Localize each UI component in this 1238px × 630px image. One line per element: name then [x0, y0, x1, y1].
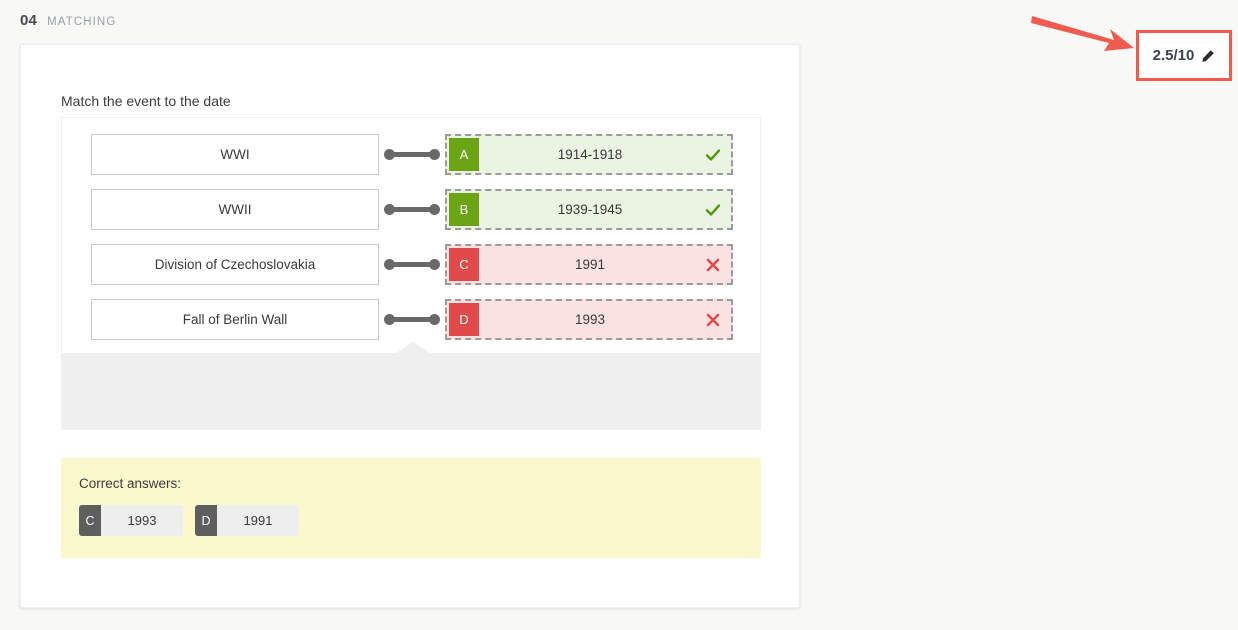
chip-letter: D — [195, 505, 217, 536]
event-box[interactable]: Division of Czechoslovakia — [91, 244, 379, 285]
table-row: Division of Czechoslovakia C 1991 — [62, 244, 760, 285]
connector-line — [379, 134, 445, 175]
connector-bar — [390, 207, 434, 212]
event-box[interactable]: WWI — [91, 134, 379, 175]
question-header: 04 MATCHING — [20, 12, 116, 29]
pencil-icon[interactable] — [1201, 49, 1215, 63]
table-row: Fall of Berlin Wall D 1993 — [62, 299, 760, 340]
answer-slot[interactable]: B 1939-1945 — [445, 189, 733, 230]
connector-dot-left — [384, 204, 395, 215]
answer-slot[interactable]: D 1993 — [445, 299, 733, 340]
table-row: WWII B 1939-1945 — [62, 189, 760, 230]
answer-letter-badge: A — [449, 138, 479, 171]
connector-dot-right — [429, 259, 440, 270]
score-badge[interactable]: 2.5/10 — [1136, 30, 1232, 81]
answer-text: 1993 — [574, 312, 606, 327]
list-item: D 1991 — [195, 505, 299, 536]
chip-letter: C — [79, 505, 101, 536]
question-type-label: MATCHING — [47, 16, 117, 28]
arrow-right-icon — [1031, 16, 1134, 51]
matching-rows: WWI A 1914-1918 WW — [62, 118, 760, 352]
answer-slot[interactable]: C 1991 — [445, 244, 733, 285]
correct-answers-list: C 1993 D 1991 — [79, 505, 743, 536]
cross-icon — [705, 257, 721, 273]
chip-value: 1991 — [217, 505, 299, 536]
question-number: 04 — [20, 12, 38, 29]
answer-text: 1939-1945 — [557, 202, 623, 217]
answer-text: 1991 — [574, 257, 606, 272]
answer-letter-badge: D — [449, 303, 479, 336]
answer-text: 1914-1918 — [557, 147, 623, 162]
connector-dot-left — [384, 314, 395, 325]
event-box[interactable]: Fall of Berlin Wall — [91, 299, 379, 340]
connector-dot-left — [384, 149, 395, 160]
connector-dot-right — [429, 149, 440, 160]
event-box[interactable]: WWII — [91, 189, 379, 230]
connector-line — [379, 189, 445, 230]
cross-icon — [705, 312, 721, 328]
connector-dot-right — [429, 314, 440, 325]
answer-letter-badge: C — [449, 248, 479, 281]
score-value: 2.5/10 — [1152, 47, 1195, 64]
answer-slot[interactable]: A 1914-1918 — [445, 134, 733, 175]
table-row: WWI A 1914-1918 — [62, 134, 760, 175]
dropzone-notch — [396, 342, 430, 353]
matching-region: WWI A 1914-1918 WW — [61, 117, 761, 430]
chip-value: 1993 — [101, 505, 183, 536]
connector-dot-right — [429, 204, 440, 215]
connector-dot-left — [384, 259, 395, 270]
connector-line — [379, 299, 445, 340]
check-icon — [705, 147, 721, 163]
check-icon — [705, 202, 721, 218]
answer-letter-badge: B — [449, 193, 479, 226]
correct-answers-panel: Correct answers: C 1993 D 1991 — [61, 458, 761, 558]
connector-line — [379, 244, 445, 285]
answer-dropzone[interactable] — [62, 342, 760, 429]
list-item: C 1993 — [79, 505, 183, 536]
question-card: Match the event to the date WWI A 1914-1… — [20, 44, 800, 608]
connector-bar — [390, 152, 434, 157]
connector-bar — [390, 262, 434, 267]
correct-answers-title: Correct answers: — [79, 476, 182, 491]
question-prompt: Match the event to the date — [61, 93, 231, 109]
connector-bar — [390, 317, 434, 322]
